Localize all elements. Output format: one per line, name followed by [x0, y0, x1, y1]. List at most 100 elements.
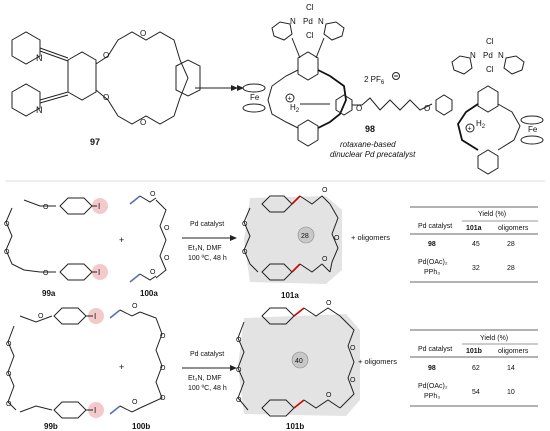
oxygen-label: O	[140, 29, 146, 38]
iodo-highlight	[88, 402, 104, 418]
oxygen-label: O	[322, 256, 328, 263]
oxygen-label: O	[160, 395, 166, 402]
oxygen-label: O	[242, 249, 248, 256]
compound-99b-structure: O O O O I I 99b	[6, 307, 104, 431]
benzene-ring	[67, 51, 97, 101]
table-header-oligomers: oligomers	[498, 348, 529, 355]
benzene-ring	[53, 401, 87, 419]
caption-line-1: rotaxane-based	[340, 140, 396, 149]
oxygen-label: O	[4, 249, 10, 256]
table-cell-ligand: PPh₃	[424, 269, 440, 276]
oxygen-label: O	[150, 191, 156, 198]
compound-101b-structure: O O O O O O O 40 101b	[236, 300, 360, 431]
iodine-label: I	[98, 202, 100, 211]
compound-101a-label: 101a	[281, 291, 299, 300]
iodine-label: I	[98, 268, 100, 277]
compound-100b-label: 100b	[132, 422, 150, 431]
arrowhead	[231, 85, 238, 91]
nitrogen-label: N	[470, 51, 476, 60]
scheme-b: O O O O I I 99b + O O O O O 100b	[6, 300, 538, 431]
ammonium-label: H2	[476, 119, 486, 130]
alkyne-bond	[315, 37, 325, 59]
oxygen-label: O	[160, 365, 166, 372]
table-cell-ligand: PPh₃	[424, 393, 440, 400]
ether-chain	[19, 405, 53, 413]
oxygen-label: O	[236, 367, 242, 374]
oxygen-label: O	[164, 225, 170, 232]
condition-temp-time: 100 ºC, 48 h	[188, 385, 227, 392]
table-cell-yield: 54	[472, 389, 480, 396]
condition-base-solvent: Et₃N, DMF	[188, 245, 222, 252]
palladium-label: Pd	[303, 17, 313, 26]
oxygen-label: O	[43, 270, 49, 277]
ether-chain	[155, 199, 167, 279]
compound-101a-structure: O O O O O 28 101a	[242, 187, 342, 300]
iodo-highlight	[92, 198, 108, 214]
macrocycle-fill	[244, 196, 342, 284]
table-cell-catalyst: Pd(OAc)₂	[418, 259, 448, 266]
ether-chain	[23, 199, 56, 207]
benzene-ring	[477, 85, 499, 113]
oxygen-label: O	[424, 104, 430, 113]
acrylate-chain	[303, 307, 341, 317]
oligomers-label: + oligomers	[358, 357, 397, 366]
oligomers-label: + oligomers	[351, 233, 390, 242]
oxygen-label: O	[160, 333, 166, 340]
condition-catalyst: Pd catalyst	[190, 221, 224, 228]
chloride-label: Cl	[486, 65, 494, 74]
compound-100a-structure: O O O O 100a	[129, 191, 170, 298]
oxygen-label: O	[6, 341, 12, 348]
vinyl-bond	[109, 405, 121, 415]
counterion-label: 2 PF6	[364, 75, 385, 86]
nitrogen-label: N	[498, 51, 504, 60]
oxygen-label: O	[326, 300, 332, 307]
benzene-ring	[435, 94, 453, 116]
oxygen-label: O	[164, 255, 170, 262]
table-cell-yield: 62	[472, 365, 480, 372]
oxygen-label: O	[132, 303, 138, 310]
pyridine-ring	[451, 55, 473, 75]
plus-sign: +	[119, 235, 124, 245]
table-header-product: 101a	[466, 225, 482, 232]
nitrogen-label: N	[36, 105, 43, 115]
negative-charge-icon	[392, 72, 400, 80]
caption-line-2: dinuclear Pd precatalyst	[330, 150, 416, 159]
table-cell-catalyst: 98	[428, 365, 436, 372]
ether-chain	[237, 321, 249, 411]
yield-table-a: Pd catalyst Yield (%) 101a oligomers 98 …	[410, 206, 538, 283]
cyclopentadienyl-ring	[520, 135, 544, 145]
ether-chain	[19, 315, 53, 323]
oxygen-label: O	[38, 313, 44, 320]
arrowhead	[230, 365, 237, 371]
oxygen-label: O	[334, 235, 340, 242]
compound-97-label: 97	[90, 137, 100, 147]
ring-size-label: 40	[295, 358, 303, 365]
compound-100a-label: 100a	[140, 289, 158, 298]
oxygen-label: O	[6, 371, 12, 378]
table-header-yield: Yield (%)	[480, 335, 508, 342]
oxygen-label: O	[150, 269, 156, 276]
ring-size-label: 28	[301, 233, 309, 240]
arrowhead	[230, 235, 237, 241]
benzene-ring	[297, 51, 319, 81]
plus-label: +	[468, 126, 472, 133]
positive-charge-icon	[285, 93, 295, 103]
table-header-catalyst: Pd catalyst	[418, 223, 452, 230]
ether-chain	[243, 207, 259, 273]
ester-bond	[139, 195, 157, 203]
oxygen-label: O	[132, 399, 138, 406]
benzene-ring	[335, 94, 353, 116]
oxygen-label: O	[326, 392, 332, 399]
chloride-label: Cl	[486, 37, 494, 46]
ether-chain	[339, 315, 355, 409]
plus-sign: +	[119, 362, 124, 372]
chloride-label: Cl	[306, 3, 314, 12]
compound-99b-label: 99b	[44, 422, 58, 431]
ether-chain	[7, 325, 17, 411]
ring-size-badge	[291, 351, 309, 369]
ester-bond	[139, 273, 157, 281]
oxygen-label: O	[322, 187, 328, 194]
chloride-label: Cl	[306, 31, 314, 40]
